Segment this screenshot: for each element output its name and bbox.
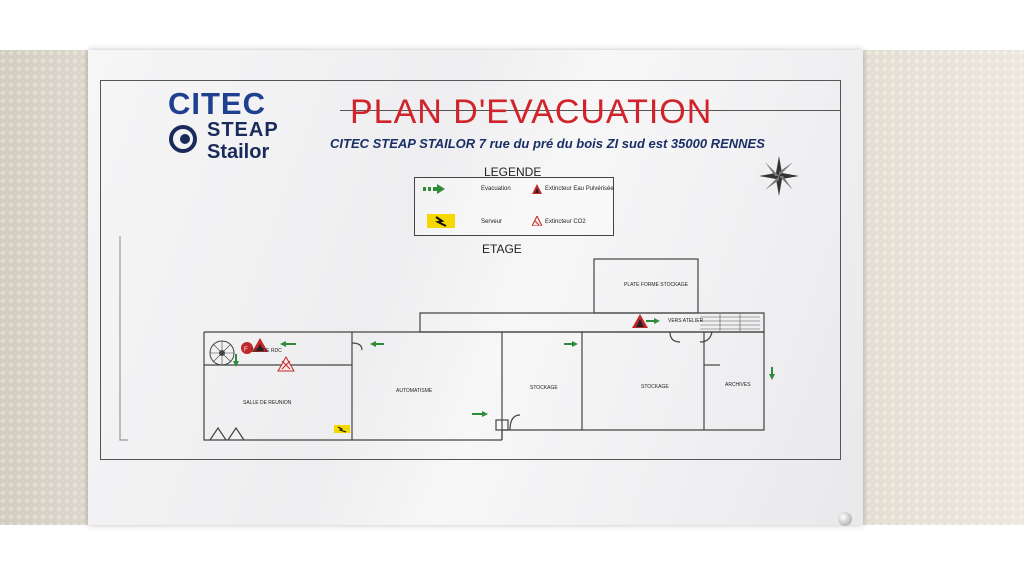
logo-stailor: Stailor	[207, 141, 270, 163]
legend-co2-label: Extincteur CO2	[545, 219, 586, 225]
title-divider	[340, 110, 840, 111]
room-label-salle: SALLE DE REUNION	[243, 400, 292, 406]
spiral-staircase-icon	[209, 340, 235, 366]
extinguisher-icon	[532, 184, 542, 194]
floor-label: ETAGE	[482, 242, 522, 256]
legend-heading: LEGENDE	[484, 165, 542, 179]
wall-left	[0, 50, 95, 525]
evacuation-board	[88, 50, 863, 525]
room-label-vers: VERS ATELIER	[668, 318, 704, 324]
room-label-plate-forme: PLATE FORME STOCKAGE	[624, 282, 688, 288]
room-label-archives: ARCHIVES	[725, 382, 751, 388]
mounting-pin	[838, 512, 852, 526]
legend: Evacuation Extincteur Eau Pulvérisée Ser…	[414, 177, 614, 236]
floor-plan: F	[119, 236, 775, 441]
room-label-stockage-2: STOCKAGE	[641, 384, 669, 390]
room-label-automatisme: AUTOMATISME	[396, 388, 433, 394]
room-label-stockage-1: STOCKAGE	[530, 385, 558, 391]
evacuation-arrow-icon	[423, 184, 445, 194]
logo-swirl-icon	[169, 125, 197, 153]
logo-citec: CITEC	[168, 86, 266, 121]
logo-steap: STEAP	[207, 119, 279, 141]
wall-right	[858, 50, 1024, 525]
svg-text:F: F	[244, 347, 248, 353]
plan-frame	[100, 80, 841, 460]
compass-rose-icon	[759, 156, 799, 196]
co2-extinguisher-icon	[532, 216, 542, 226]
legend-evacuation-label: Evacuation	[481, 186, 511, 192]
legend-server-label: Serveur	[481, 219, 503, 225]
page-title: PLAN D'EVACUATION	[350, 93, 713, 131]
room-label-sortie: SORTIE RDC	[251, 348, 282, 354]
address: CITEC STEAP STAILOR 7 rue du pré du bois…	[330, 136, 765, 151]
legend-extinguisher-label: Extincteur Eau Pulvérisée	[545, 186, 614, 192]
server-icon	[427, 214, 455, 228]
